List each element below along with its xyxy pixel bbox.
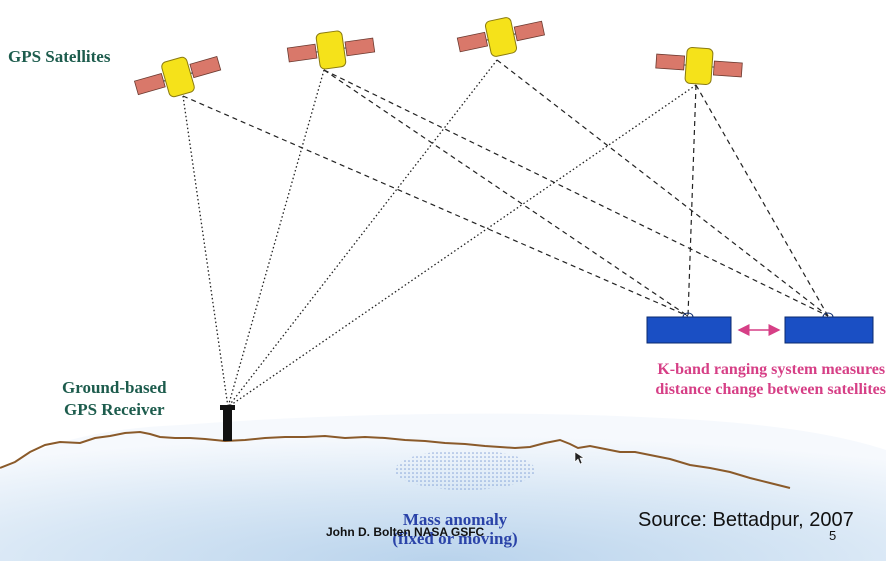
mass-anomaly-line1: Mass anomaly <box>402 510 508 529</box>
kband-line1: K-band ranging system measures <box>657 361 886 378</box>
antenna-icon <box>220 405 235 441</box>
satellite-icon <box>286 30 376 70</box>
mass-anomaly-line2: (fixed or moving) <box>392 529 518 548</box>
grace-satellite-icon <box>784 312 874 344</box>
author-credit: John D. Bolten NASA GSFC <box>326 525 485 539</box>
kband-description: K-band ranging system measures distance … <box>655 360 886 400</box>
grace-tracking-lines <box>182 59 829 317</box>
ground-receiver-label: Ground-based GPS Receiver <box>62 377 167 421</box>
mass-anomaly-label: Mass anomaly (fixed or moving) <box>380 510 530 548</box>
mass-anomaly-region <box>395 450 535 490</box>
ground-receiver-label-line2: GPS Receiver <box>64 400 165 419</box>
satellite-icon <box>655 46 743 86</box>
page-number: 5 <box>829 528 837 543</box>
gps-satellites-label: GPS Satellites <box>8 47 111 66</box>
satellite-icon <box>133 56 222 98</box>
ground-receiver-label-line1: Ground-based <box>62 378 167 397</box>
receiver-signal-lines <box>182 59 697 408</box>
terrain-profile <box>0 430 791 489</box>
kband-line2: distance change between satellites <box>655 381 886 398</box>
mouse-pointer-icon <box>574 451 585 465</box>
source-citation: Source: Bettadpur, 2007 <box>638 509 854 531</box>
grace-satellite-icon <box>646 312 732 344</box>
satellite-icon <box>456 17 545 57</box>
